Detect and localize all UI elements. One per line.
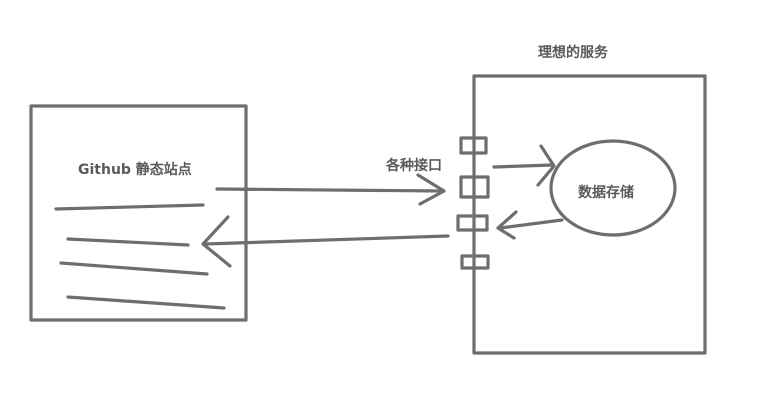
interface-port bbox=[459, 136, 488, 155]
content-line bbox=[66, 237, 190, 247]
service-box: 理想的服务 数据存储 bbox=[456, 44, 707, 355]
request-arrow bbox=[215, 187, 444, 193]
interface-port bbox=[459, 175, 490, 199]
static-site-box: Github 静态站点 bbox=[29, 104, 248, 322]
arrow-to-storage-head bbox=[536, 144, 556, 187]
request-arrow-head bbox=[416, 173, 446, 206]
content-line bbox=[59, 261, 209, 276]
arrow-from-storage-head bbox=[496, 210, 518, 240]
arrow-from-storage bbox=[498, 218, 564, 230]
response-arrow bbox=[203, 234, 450, 246]
service-title: 理想的服务 bbox=[538, 44, 609, 61]
content-line bbox=[54, 203, 205, 211]
interface-port bbox=[456, 214, 489, 232]
interface-port bbox=[460, 254, 490, 270]
arrow-to-storage bbox=[492, 163, 554, 169]
content-line bbox=[66, 295, 226, 310]
data-storage-label: 数据存储 bbox=[578, 184, 634, 201]
data-storage-node bbox=[549, 139, 677, 237]
static-site-frame bbox=[29, 104, 248, 322]
interfaces-label: 各种接口 bbox=[385, 157, 442, 174]
service-frame bbox=[472, 74, 707, 355]
static-site-label: Github 静态站点 bbox=[78, 161, 192, 178]
response-arrow-head bbox=[201, 215, 232, 268]
